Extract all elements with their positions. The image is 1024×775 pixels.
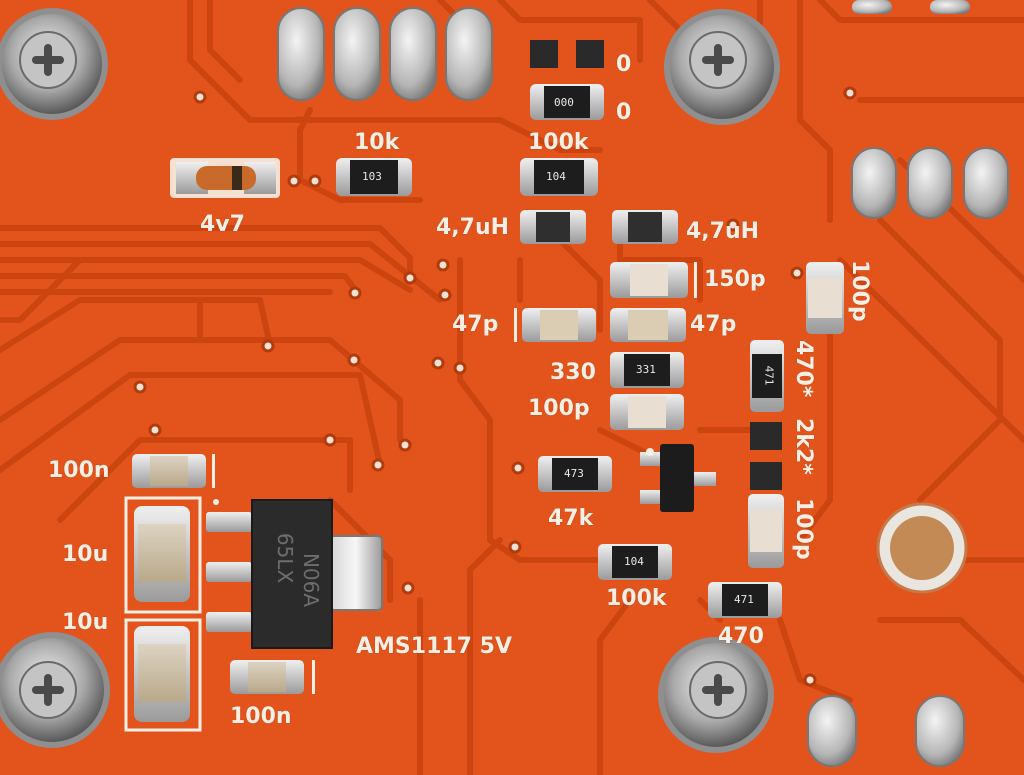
header-pads-right — [807, 0, 1009, 767]
label-r-0b: 0 — [616, 100, 632, 125]
vias — [133, 86, 857, 687]
label-r-0a: 0 — [616, 52, 632, 77]
label-c-150p: 150p — [704, 267, 766, 292]
mounting-hole — [876, 502, 968, 594]
resistor-330 — [610, 352, 684, 388]
label-r-2k2-star: 2k2* — [791, 418, 816, 475]
code-r-470-star: 471 — [762, 365, 776, 386]
capacitor-150p — [610, 262, 688, 298]
pad-0-b — [576, 40, 604, 68]
capacitor-10u-b — [134, 626, 190, 722]
resistor-47k — [538, 456, 612, 492]
capacitor-100p-right — [806, 262, 844, 334]
silk-box-10u-b — [124, 618, 202, 732]
chip-marking-line2: N06A — [299, 552, 324, 608]
label-c-100n-bottom: 100n — [230, 704, 292, 729]
inductor-right — [612, 210, 678, 244]
code-r-100k-top: 104 — [546, 170, 566, 183]
capacitor-100n-top — [132, 454, 206, 488]
capacitor-100p-star — [748, 494, 784, 568]
screw-bottom-right — [658, 637, 774, 753]
voltage-regulator — [206, 499, 383, 649]
polarity-mark-100n-b — [312, 660, 315, 694]
resistor-10k — [336, 158, 412, 196]
capacitor-100n-bottom — [230, 660, 304, 694]
label-c-100p-mid: 100p — [528, 396, 590, 421]
capacitor-47p-right — [610, 308, 686, 342]
resistor-0 — [530, 84, 604, 120]
label-r-470: 470 — [718, 624, 764, 649]
label-c-10u-b: 10u — [62, 610, 109, 635]
pad-2k2-a — [750, 422, 782, 450]
label-c-47p-left: 47p — [452, 312, 499, 337]
chip-marking-line1: 65LX — [273, 532, 298, 584]
code-r-10k: 103 — [362, 170, 382, 183]
label-r-100k-bottom: 100k — [606, 586, 667, 611]
label-c-100p-right: 100p — [847, 260, 872, 322]
label-r-100k-top: 100k — [528, 130, 589, 155]
label-r-47k: 47k — [548, 506, 594, 531]
pad-0-a — [530, 40, 558, 68]
label-c-100n-top: 100n — [48, 458, 110, 483]
label-r-470-star: 470* — [791, 340, 816, 398]
pad-2k2-b — [750, 462, 782, 490]
inductor-left — [520, 210, 586, 244]
label-c-10u-a: 10u — [62, 542, 109, 567]
capacitor-100p-mid — [610, 394, 684, 430]
code-r-0: 000 — [554, 96, 574, 109]
code-r-330: 331 — [636, 363, 656, 376]
resistor-100k-bottom — [598, 544, 672, 580]
screw-top-right — [664, 9, 780, 125]
code-r-100k-bottom: 104 — [624, 555, 644, 568]
silk-box-10u-a — [124, 496, 202, 614]
label-r-330: 330 — [550, 360, 596, 385]
polarity-mark-150p — [694, 262, 697, 298]
label-inductor-left: 4,7uH — [436, 215, 510, 240]
screw-bottom-left — [0, 632, 110, 748]
label-r-10k: 10k — [354, 130, 400, 155]
code-r-470: 471 — [734, 593, 754, 606]
capacitor-47p-left — [522, 308, 596, 342]
polarity-mark-100n — [212, 454, 215, 488]
header-pads-top — [277, 7, 493, 101]
label-zener: 4v7 — [200, 212, 245, 237]
zener-diode — [170, 158, 280, 198]
label-c-47p-right: 47p — [690, 312, 737, 337]
resistor-470 — [708, 582, 782, 618]
screw-top-left — [0, 8, 108, 120]
transistor-sot23 — [640, 444, 716, 512]
label-c-100p-star: 100p — [791, 498, 816, 560]
resistor-470-star — [750, 340, 784, 412]
code-r-47k: 473 — [564, 467, 584, 480]
label-regulator: AMS1117 5V — [356, 634, 512, 659]
pin1-dot — [213, 499, 219, 505]
polarity-mark-47p — [514, 308, 517, 342]
capacitor-10u-a — [134, 506, 190, 602]
label-inductor-right: 4,7uH — [686, 219, 760, 244]
resistor-100k-top — [520, 158, 598, 196]
